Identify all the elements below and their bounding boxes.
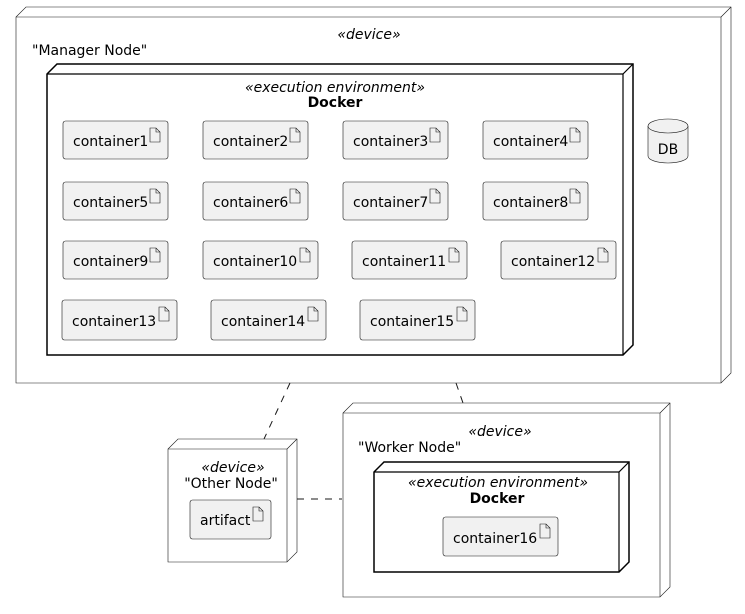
connector-manager-other [263,382,291,440]
artifact-container2[interactable]: container2 [202,120,309,160]
artifact-icon [569,188,581,204]
artifact-artifact[interactable]: artifact [189,499,272,540]
other-node-stereotype: «device» [201,460,264,476]
artifact-icon [569,127,581,143]
artifact-container16[interactable]: container16 [442,516,559,557]
artifact-icon [539,523,551,539]
artifact-icon [429,188,441,204]
manager-docker-stereotype: «execution environment» [245,80,425,96]
artifact-icon [149,247,161,263]
artifact-container1[interactable]: container1 [62,120,169,160]
artifact-container4[interactable]: container4 [482,120,589,160]
artifact-label: container14 [221,314,305,330]
artifact-icon [289,188,301,204]
artifact-container14[interactable]: container14 [210,299,327,341]
database-icon [647,118,689,134]
artifact-label: container3 [353,134,428,150]
artifact-label: container1 [73,134,148,150]
connector-manager-worker [455,382,464,404]
worker-node-stereotype: «device» [468,424,531,440]
artifact-icon [252,506,264,522]
artifact-icon [149,127,161,143]
artifact-label: container13 [72,314,156,330]
artifact-label: container6 [213,195,288,211]
artifact-container3[interactable]: container3 [342,120,449,160]
artifact-label: container5 [73,195,148,211]
artifact-container5[interactable]: container5 [62,181,169,221]
artifact-label: container8 [493,195,568,211]
artifact-container9[interactable]: container9 [62,240,169,280]
artifact-icon [448,247,460,263]
artifact-container6[interactable]: container6 [202,181,309,221]
artifact-label: container10 [213,254,297,270]
worker-docker-name: Docker [470,491,525,507]
artifact-container11[interactable]: container11 [351,240,468,280]
database-db[interactable]: DB [647,118,689,164]
manager-docker-name: Docker [308,95,363,111]
artifact-label: container12 [511,254,595,270]
artifact-icon [429,127,441,143]
manager-node-stereotype: «device» [337,27,400,43]
artifact-icon [299,247,311,263]
other-node-name: "Other Node" [184,476,278,492]
artifact-icon [158,306,170,322]
artifact-container10[interactable]: container10 [202,240,319,280]
artifact-container13[interactable]: container13 [61,299,178,341]
artifact-label: container2 [213,134,288,150]
worker-docker-stereotype: «execution environment» [408,475,588,491]
artifact-container8[interactable]: container8 [482,181,589,221]
artifact-label: artifact [200,513,251,529]
artifact-label: container15 [370,314,454,330]
artifact-icon [307,306,319,322]
artifact-label: container11 [362,254,446,270]
artifact-icon [456,306,468,322]
artifact-label: container16 [453,531,537,547]
artifact-label: container4 [493,134,568,150]
artifact-label: container9 [73,254,148,270]
artifact-label: container7 [353,195,428,211]
artifact-icon [149,188,161,204]
worker-node-name: "Worker Node" [358,440,461,456]
artifact-container15[interactable]: container15 [359,299,476,341]
artifact-icon [597,247,609,263]
artifact-icon [289,127,301,143]
artifact-container7[interactable]: container7 [342,181,449,221]
database-label: DB [658,142,678,158]
manager-node-name: "Manager Node" [32,43,147,59]
artifact-container12[interactable]: container12 [500,240,617,280]
